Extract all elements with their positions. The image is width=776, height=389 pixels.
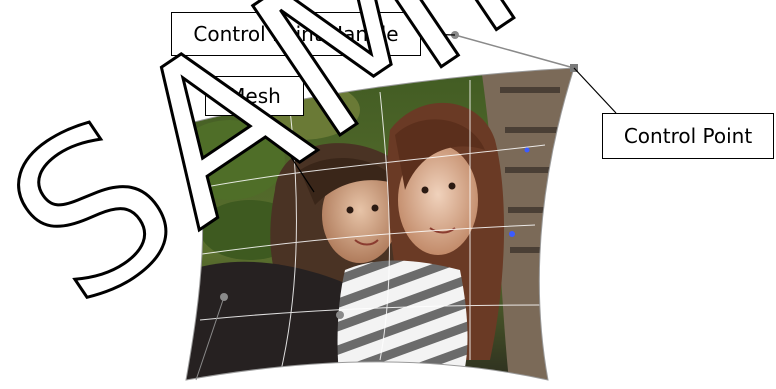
callout-control-point-handle: Control Point Handle (171, 12, 421, 56)
leader-handle (421, 34, 455, 35)
callout-mesh-label: Mesh (228, 84, 281, 108)
callout-control-point-handle-label: Control Point Handle (193, 22, 398, 46)
anchor-dot[interactable] (525, 148, 530, 153)
anchor-dot[interactable] (509, 231, 515, 237)
callout-control-point-label: Control Point (624, 124, 752, 148)
handle-dot-bottom-mid[interactable] (336, 311, 344, 319)
control-point-handle-line (455, 35, 574, 68)
handle-dot-bottom-left[interactable] (220, 293, 228, 301)
callout-mesh: Mesh (205, 76, 304, 116)
callout-control-point: Control Point (602, 113, 774, 159)
leader-control-point (574, 68, 616, 113)
